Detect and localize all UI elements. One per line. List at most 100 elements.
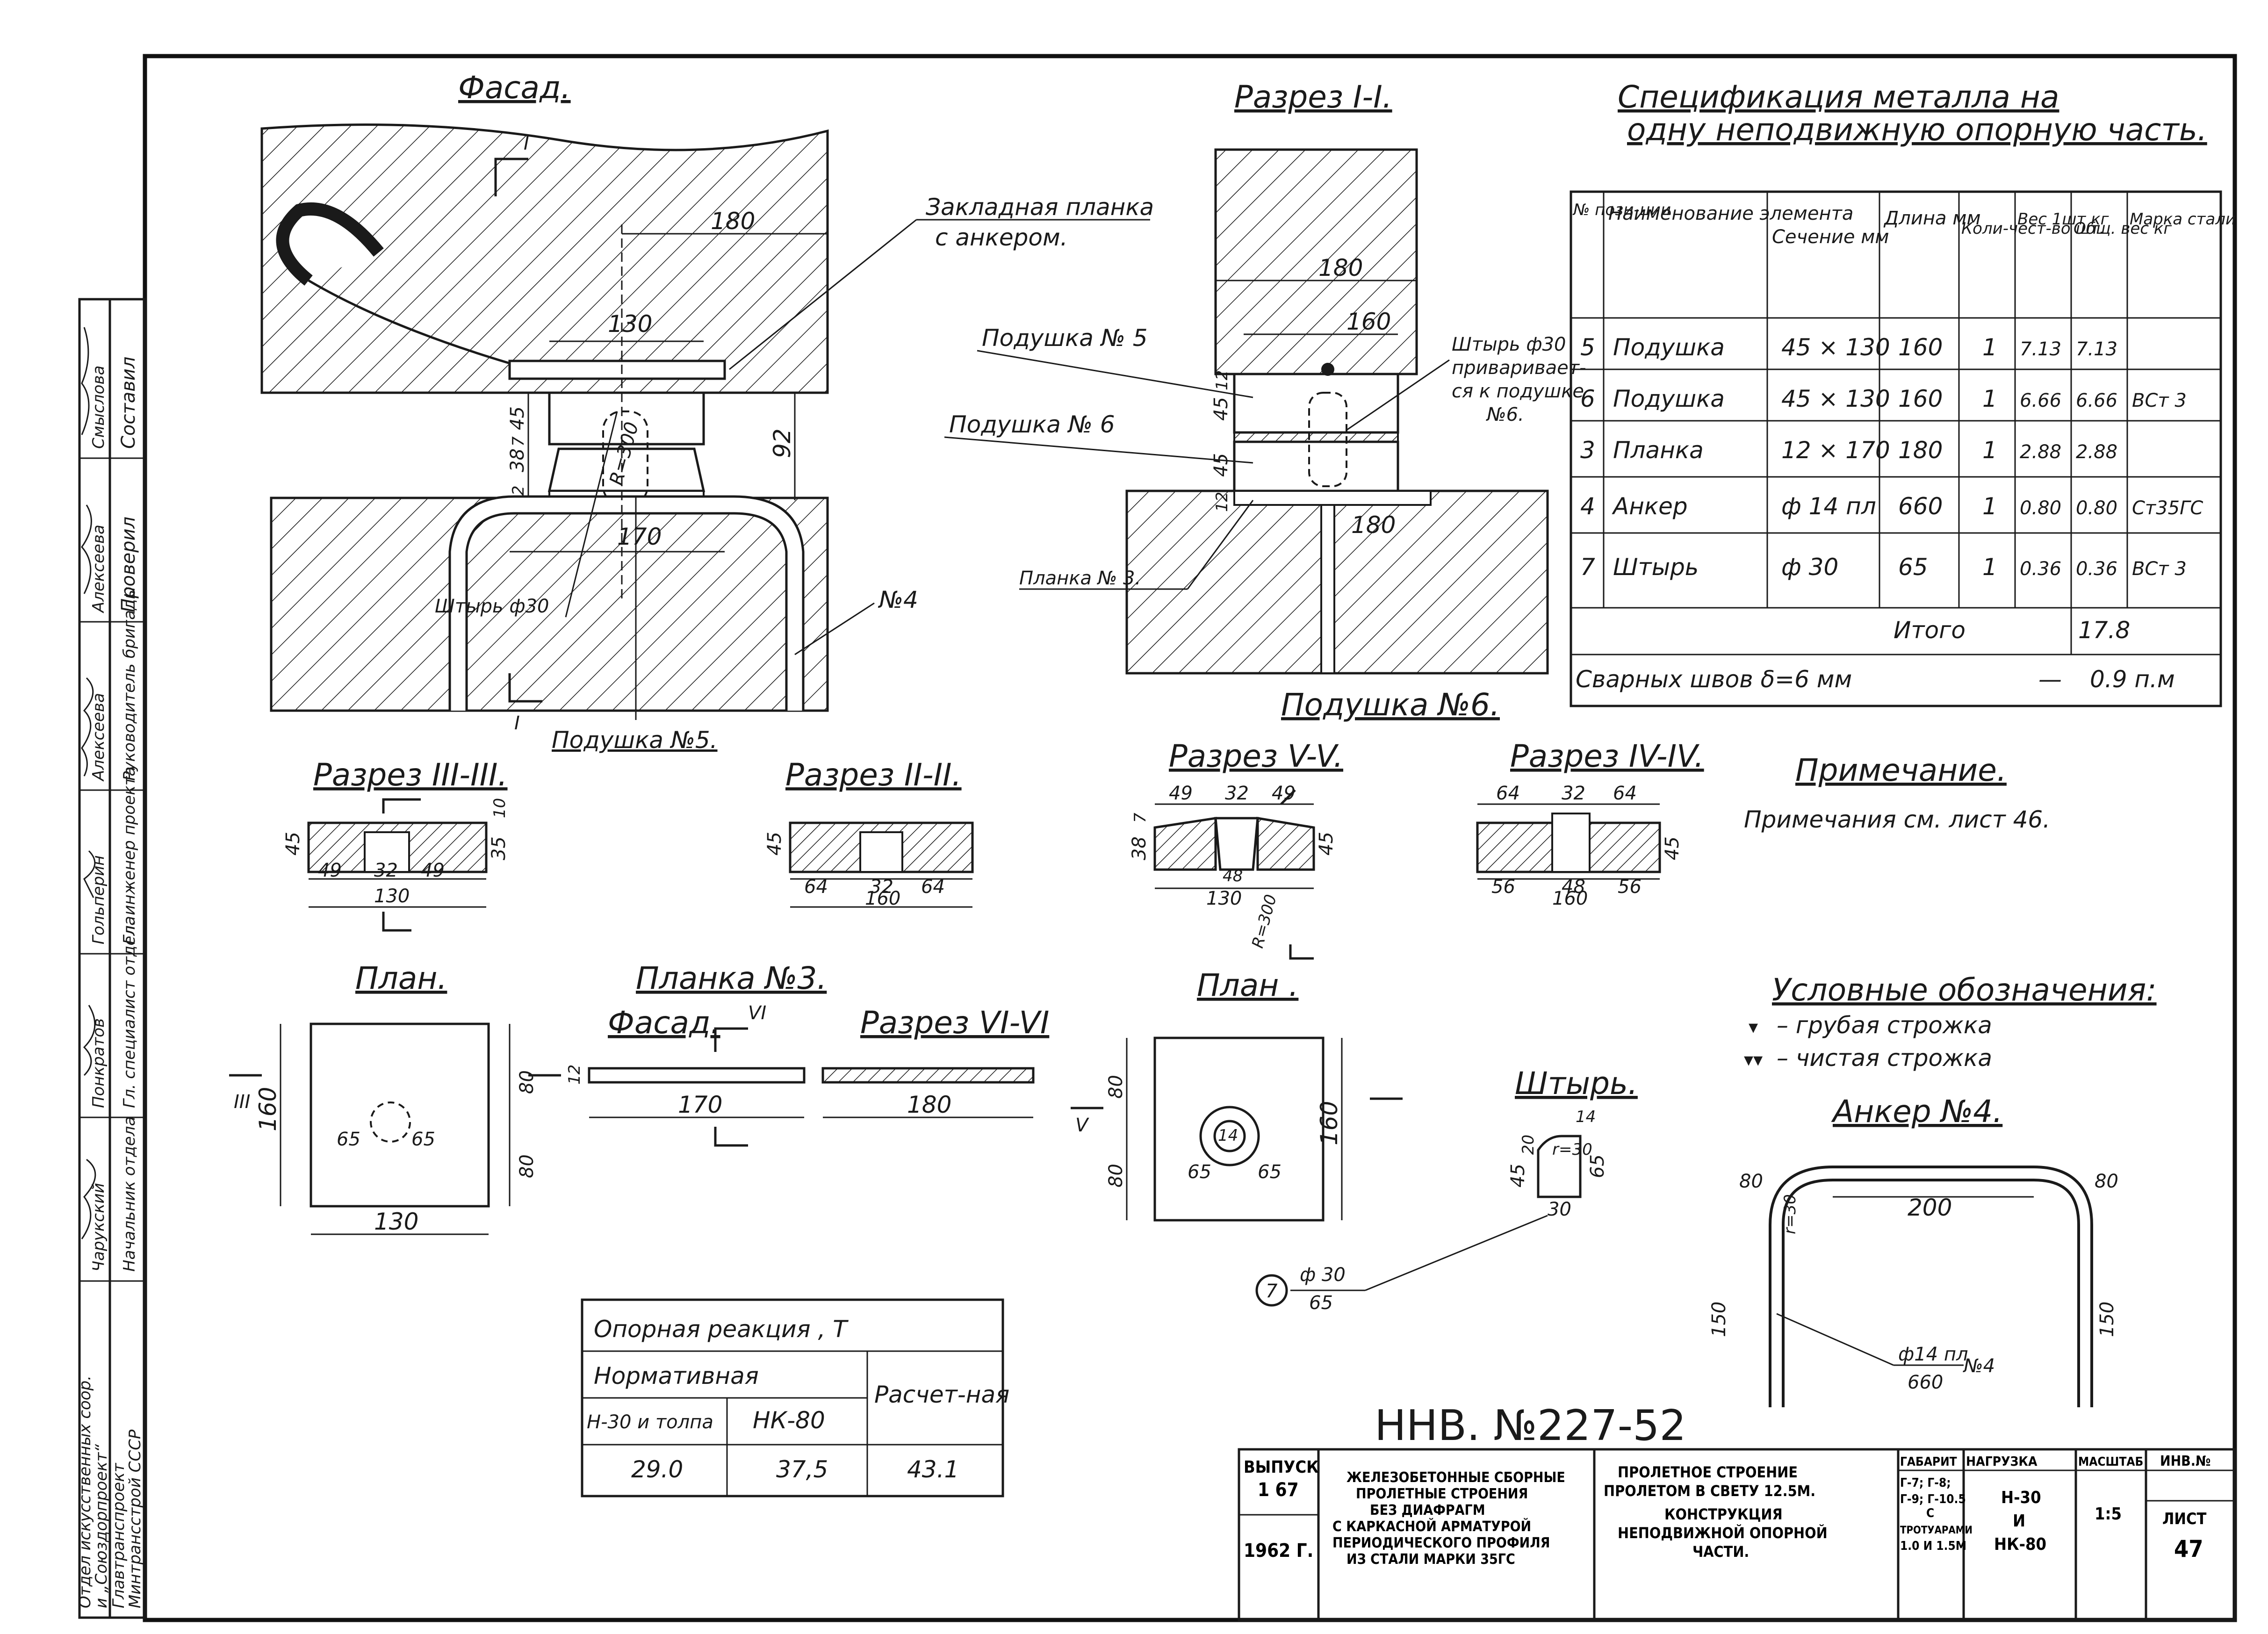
dim-label: 160 xyxy=(1552,888,1588,909)
reaction-normative: Нормативная xyxy=(594,1362,759,1389)
section-6-title: Разрез VI-VI xyxy=(860,1005,1049,1041)
section-3-view: Разрез III-III. 49 32 49 130 45 35 10 xyxy=(282,757,510,932)
anchor-bar-upper xyxy=(276,202,384,286)
pin-note-1: Штырь ф30 xyxy=(1452,334,1566,355)
dim-label: 64 xyxy=(804,876,828,898)
dim-45-sec-a: 45 xyxy=(1210,397,1232,421)
sidebar-title-block: Составил Проверил Руководитель бригады Г… xyxy=(76,298,146,1619)
dim-label: 80 xyxy=(2095,1171,2118,1192)
dim-label: 64 xyxy=(1496,783,1520,804)
signature-mark xyxy=(81,1159,96,1239)
anchor-top-label: ф14 пл xyxy=(1898,1344,1968,1365)
facade-view: Фасад. 180 130 170 92 45 38 7 2 R= xyxy=(260,70,1154,754)
spec-cell: 7.13 xyxy=(2076,338,2117,360)
spec-title-1: Спецификация металла на xyxy=(1618,79,2059,115)
spec-cell: 160 xyxy=(1898,385,1943,412)
dim-label: 64 xyxy=(1613,783,1637,804)
dim-160-sec: 160 xyxy=(1346,308,1391,335)
spec-row: 7 Штырь ф 30 65 1 0.36 0.36 ВСт 3 xyxy=(1580,554,2187,581)
spec-row: 5 Подушка 45 × 130 160 1 7.13 7.13 xyxy=(1580,334,2117,361)
note-text: Примечания см. лист 46. xyxy=(1744,806,2050,833)
dim-180-sec-b: 180 xyxy=(1351,511,1396,539)
spec-cell: 6.66 xyxy=(2076,390,2117,411)
sidebar-role-4: Гл. инженер проекта xyxy=(120,767,139,944)
callout-cushion-6-sec: Подушка № 6 xyxy=(949,411,1115,438)
dim-label: 130 xyxy=(1206,888,1242,909)
spec-cell: 4 xyxy=(1580,493,1595,520)
stamp-scale-label: МАСШТАБ xyxy=(2078,1455,2143,1469)
dim-label: 130 xyxy=(374,885,410,907)
dim-label: 38 xyxy=(1129,836,1150,860)
anchor-title: Анкер №4. xyxy=(1831,1094,2002,1130)
embedded-plate xyxy=(508,360,726,380)
dim-label: 32 xyxy=(870,876,893,898)
dim-label: 65 xyxy=(1188,1161,1211,1183)
dim-label: 65 xyxy=(1258,1161,1282,1183)
spec-total-label: Итого xyxy=(1894,617,1966,644)
spec-welds-dash: — xyxy=(2038,666,2062,693)
callout-with-anchor: с анкером. xyxy=(935,224,1068,251)
section-4-title: Разрез IV-IV. xyxy=(1510,738,1704,774)
dim-label: 32 xyxy=(1225,783,1249,804)
spec-cell: 45 × 130 xyxy=(1781,334,1890,361)
sidebar-name-6: Чарукский xyxy=(89,1183,108,1272)
plan-1-title: План. xyxy=(355,960,447,996)
plan-2-view: План . 14 80 80 160 65 65 V xyxy=(1071,967,1403,1222)
stamp-gabarit-line: С xyxy=(1926,1506,1934,1520)
facade-title: Фасад. xyxy=(458,70,571,106)
dim-label: 48 xyxy=(1562,876,1585,898)
callout-cushion-5: Подушка №5. xyxy=(552,727,718,754)
spec-cell: 45 × 130 xyxy=(1781,385,1890,412)
sidebar-role-6: Начальник отдела xyxy=(120,1116,139,1272)
stamp-gabarit-line: Г-7; Г-8; xyxy=(1900,1476,1951,1490)
dim-label: 65 xyxy=(337,1129,360,1150)
dim-label: 45 xyxy=(1316,832,1337,856)
spec-cell: 0.80 xyxy=(2076,497,2117,519)
sidebar-name-5: Понкратов xyxy=(89,1018,108,1108)
section-marker-bottom: I xyxy=(514,713,520,734)
dim-label: 64 xyxy=(921,876,945,898)
note-title: Примечание. xyxy=(1795,752,2007,788)
dim-label: 32 xyxy=(1562,783,1585,804)
stamp-gabarit-line: Г-9; Г-10.5 xyxy=(1900,1492,1966,1506)
spec-cell: 0.36 xyxy=(2020,558,2061,580)
spec-title-2: одну неподвижную опорную часть. xyxy=(1627,112,2207,148)
legend-block: Условные обозначения: ▾ – грубая строжка… xyxy=(1744,972,2157,1072)
dim-label: 170 xyxy=(678,1091,722,1118)
dim-180-facade: 180 xyxy=(711,208,755,235)
section-1-title: Разрез I-I. xyxy=(1234,79,1392,115)
dim-label: 20 xyxy=(1519,1135,1538,1155)
dim-label: 45 xyxy=(282,832,304,856)
signature-mark xyxy=(81,504,92,594)
spec-cell: ф 30 xyxy=(1781,554,1838,581)
signature-mark xyxy=(83,850,96,898)
sidebar-role-3: Руководитель бригады xyxy=(120,587,139,781)
dim-label: 48 xyxy=(1223,867,1243,885)
dim-7-facade: 7 xyxy=(509,436,528,446)
dim-label: 7 xyxy=(1131,813,1150,823)
reaction-value-3: 43.1 xyxy=(907,1456,959,1483)
callout-cushion-5-sec: Подушка № 5 xyxy=(982,324,1148,352)
stamp-span-line: ЧАСТИ. xyxy=(1692,1543,1749,1561)
dim-label: 45 xyxy=(1662,836,1683,860)
callout-plate-3-sec: Планка № 3. xyxy=(1019,568,1141,589)
pin-note-2: приваривает- xyxy=(1452,357,1586,379)
dim-label: 80 xyxy=(516,1070,538,1094)
reaction-col-2: НК-80 xyxy=(753,1407,825,1434)
stamp-scale-value: 1:5 xyxy=(2095,1504,2122,1524)
pin-note-3: ся к подушке xyxy=(1452,381,1584,402)
dim-label: 32 xyxy=(374,860,398,881)
stamp-issue-value: 1 67 xyxy=(1258,1479,1299,1501)
spec-cell: 1 xyxy=(1982,554,1997,581)
spec-header-section: Сечение мм xyxy=(1772,226,1889,248)
stamp-load-line: И xyxy=(2013,1512,2025,1531)
dim-label: 35 xyxy=(488,836,510,860)
spec-header-pos: № пози-ции xyxy=(1572,201,1671,219)
section-4-view: Разрез IV-IV. 64 32 64 56 48 56 160 45 xyxy=(1476,738,1704,909)
spec-row: 4 Анкер ф 14 пл 660 1 0.80 0.80 Ст35ГС xyxy=(1580,493,2203,520)
dim-180-sec: 180 xyxy=(1318,254,1363,281)
spec-cell: ф 14 пл xyxy=(1781,493,1876,520)
spec-cell: Подушка xyxy=(1613,334,1725,361)
spec-cell: Штырь xyxy=(1613,554,1699,581)
plate-3-view: Планка №3. Фасад. 170 12 VI Разрез VI-VI… xyxy=(565,960,1049,1147)
